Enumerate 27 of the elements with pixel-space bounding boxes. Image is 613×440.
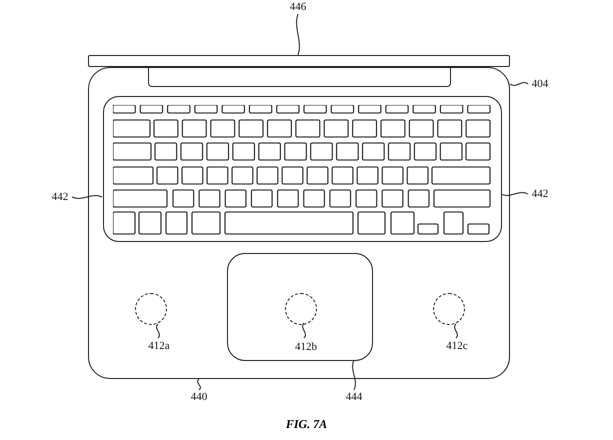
callout-number: 412a xyxy=(144,339,174,353)
leader-line xyxy=(352,360,356,390)
leader-line xyxy=(454,324,458,338)
leader-line xyxy=(510,82,528,86)
hinge-recess xyxy=(148,67,451,87)
dashed-circle xyxy=(433,293,465,325)
leader-line xyxy=(302,322,306,338)
callout-number: 412c xyxy=(442,339,472,353)
dashed-circle xyxy=(135,293,167,325)
callout-number: 440 xyxy=(187,390,211,404)
laptop-base xyxy=(88,67,510,379)
leader-line xyxy=(156,324,160,338)
callout-number: 442 xyxy=(528,187,552,201)
dashed-circle xyxy=(285,293,317,325)
leader-line xyxy=(197,378,201,390)
leader-line xyxy=(72,195,102,199)
callout-number: 444 xyxy=(342,390,366,404)
lid-bar xyxy=(88,55,510,67)
callout-number: 412b xyxy=(291,340,321,354)
callout-number: 404 xyxy=(528,77,552,91)
callout-number: 442 xyxy=(48,190,72,204)
figure-caption: FIG. 7A xyxy=(286,417,328,432)
keyboard-area xyxy=(103,96,502,242)
trackpad xyxy=(227,253,373,361)
callout-number: 446 xyxy=(286,0,310,14)
leader-line xyxy=(296,14,300,56)
leader-line xyxy=(500,192,528,196)
